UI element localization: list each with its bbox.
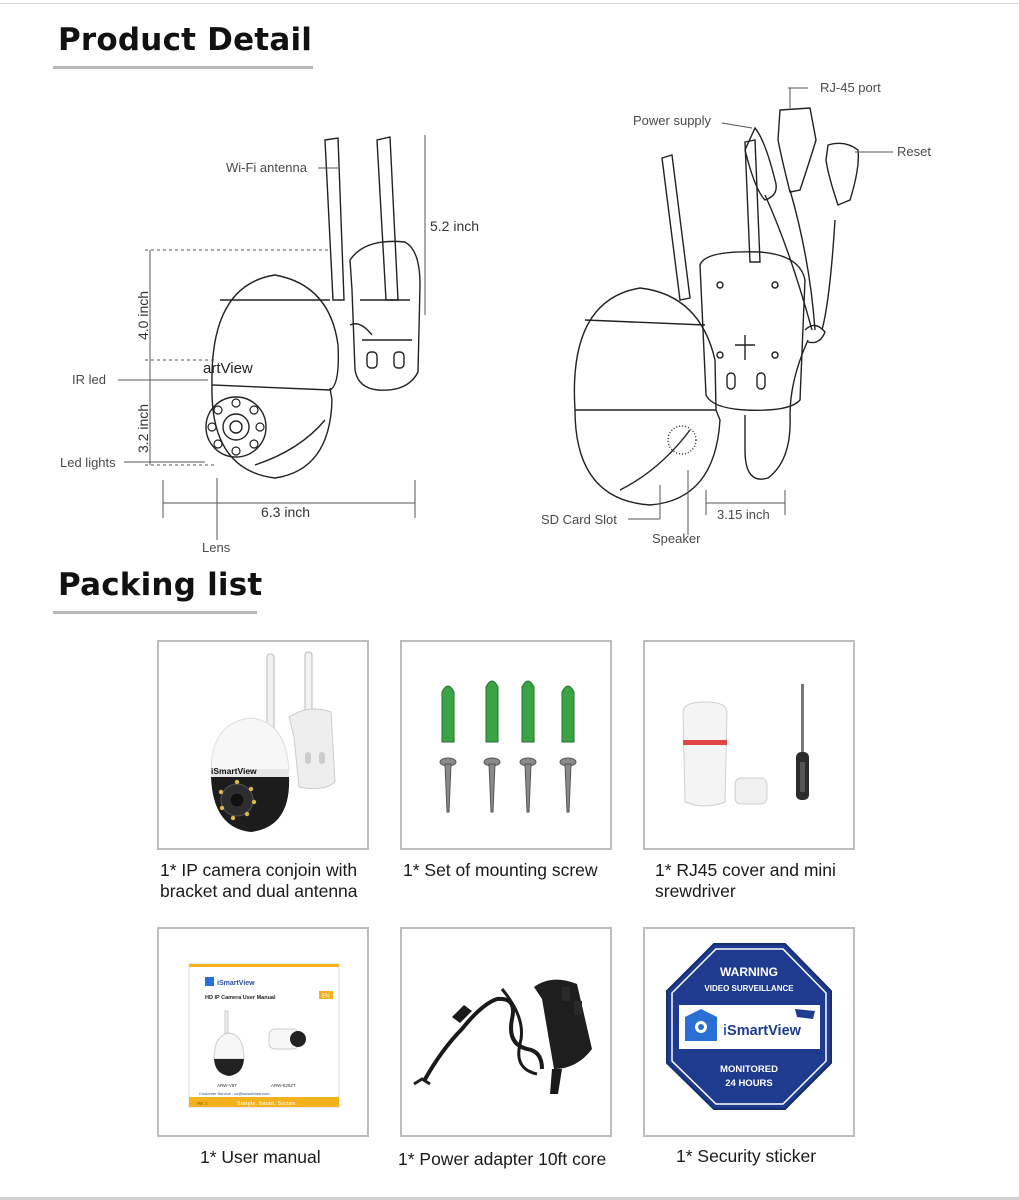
camera-brand-text: iSmartView xyxy=(211,766,257,776)
depth-label: 3.15 inch xyxy=(717,507,770,522)
product-detail-underline xyxy=(53,66,313,69)
manual-model-a: ARW-V8T xyxy=(217,1083,237,1088)
lens-label: Lens xyxy=(202,540,231,555)
caption-screws: 1* Set of mounting screw xyxy=(403,860,598,880)
caption-rj45-line2: srewdriver xyxy=(655,881,736,901)
caption-rj45-line1: 1* RJ45 cover and mini xyxy=(655,860,836,880)
manual-ver: Ver. 1 xyxy=(197,1101,208,1106)
caption-sticker: 1* Security sticker xyxy=(676,1146,817,1166)
camera-image: iSmartView xyxy=(210,651,336,832)
reset-label: Reset xyxy=(897,144,931,159)
caption-adapter: 1* Power adapter 10ft core xyxy=(398,1149,607,1169)
manual-lang: EN xyxy=(322,994,329,1000)
caption-camera-line2: bracket and dual antenna xyxy=(160,881,358,901)
wall-anchors xyxy=(441,680,575,743)
product-detail-heading: Product Detail xyxy=(58,22,313,58)
ir-led-label: IR led xyxy=(72,372,106,387)
packing-card-camera: iSmartView xyxy=(157,640,369,850)
screws xyxy=(439,757,577,813)
bottom-border xyxy=(0,1197,1019,1200)
packing-card-screws xyxy=(400,640,612,850)
product-diagram: artView Wi-Fi antenna 5.2 inch 4.0 inch … xyxy=(60,80,931,555)
packing-list-underline xyxy=(53,611,257,614)
caption-manual: 1* User manual xyxy=(200,1147,321,1167)
speaker-label: Speaker xyxy=(652,531,701,546)
power-supply-label: Power supply xyxy=(633,113,712,128)
packing-card-rj45 xyxy=(643,640,855,850)
caption-camera-line1: 1* IP camera conjoin with xyxy=(160,860,358,880)
sticker-brand: iSmartView xyxy=(723,1023,802,1039)
packing-card-adapter xyxy=(400,927,612,1137)
sticker-hours: 24 HOURS xyxy=(725,1078,773,1089)
manual-slogan: Simple. Smart. Secure. xyxy=(237,1100,297,1107)
manual-brand: iSmartView xyxy=(217,980,255,987)
packing-card-sticker: WARNING VIDEO SURVEILLANCE iSmartView MO… xyxy=(643,927,855,1137)
height-lower-label: 3.2 inch xyxy=(135,404,151,453)
manual-title: HD IP Camera User Manual xyxy=(205,995,276,1001)
power-adapter-image xyxy=(413,979,592,1094)
caption-rj45: 1* RJ45 cover and mini srewdriver xyxy=(655,860,836,902)
back-camera-drawing xyxy=(573,107,860,506)
caption-camera: 1* IP camera conjoin with bracket and du… xyxy=(160,860,358,902)
manual-model-b: ARW-825ZT xyxy=(271,1083,296,1088)
rj45-port-label: RJ-45 port xyxy=(820,80,881,95)
manual-customer-service: Customer Service : cs@ismartview.com xyxy=(199,1091,270,1096)
front-camera-drawing xyxy=(205,136,421,479)
camera-brand-partial: artView xyxy=(203,360,253,377)
back-dimension-lines xyxy=(628,87,893,535)
packing-card-manual: iSmartView HD IP Camera User Manual EN A… xyxy=(157,927,369,1137)
sd-card-slot-label: SD Card Slot xyxy=(541,512,617,527)
user-manual-image: iSmartView HD IP Camera User Manual EN A… xyxy=(188,963,340,1108)
height-top-label: 5.2 inch xyxy=(430,218,479,234)
sticker-warning: WARNING xyxy=(720,965,778,979)
sticker-monitored: MONITORED xyxy=(720,1064,778,1075)
rj45-cover-image xyxy=(682,684,809,807)
width-label: 6.3 inch xyxy=(261,504,310,520)
security-sticker-image: WARNING VIDEO SURVEILLANCE iSmartView MO… xyxy=(666,943,832,1110)
led-lights-label: Led lights xyxy=(60,455,116,470)
sticker-subtitle: VIDEO SURVEILLANCE xyxy=(704,984,794,993)
front-dimension-lines xyxy=(118,135,426,540)
top-border xyxy=(0,3,1019,4)
packing-list-heading: Packing list xyxy=(58,567,263,603)
height-upper-label: 4.0 inch xyxy=(135,291,151,340)
wifi-antenna-label: Wi-Fi antenna xyxy=(226,160,308,175)
screws-image xyxy=(439,680,577,813)
